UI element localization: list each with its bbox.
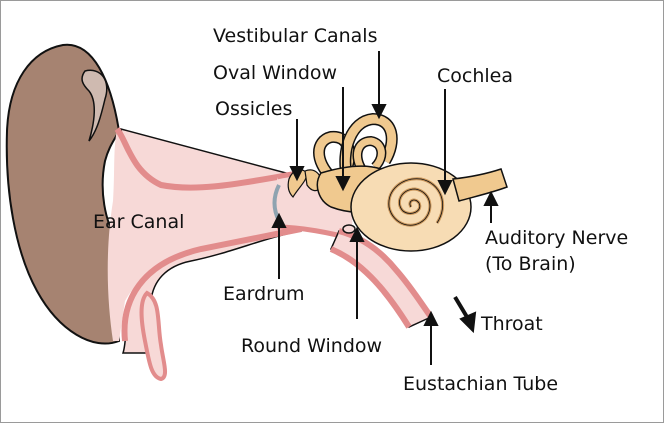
label-ear-canal: Ear Canal [93, 211, 185, 233]
canal-lower-wall [121, 226, 302, 342]
canal-upper-wall [114, 127, 302, 191]
pinna-fold [81, 69, 108, 142]
label-throat: Throat [481, 313, 543, 335]
eustachian-tube-wall-lower [329, 246, 412, 329]
auditory-nerve [452, 168, 508, 202]
label-vestibular-canals: Vestibular Canals [213, 25, 378, 47]
label-ossicles: Ossicles [215, 98, 293, 120]
leader-nerve-arrow [483, 190, 499, 206]
vestibular-canal-2-fill [340, 114, 397, 179]
leader-round-window-arrow [349, 226, 365, 242]
throat-arrow-head [459, 311, 477, 334]
label-eustachian-tube: Eustachian Tube [403, 373, 559, 395]
vestibular-canal-3-fill [353, 137, 385, 174]
label-round-window: Round Window [241, 335, 383, 357]
leader-vestibular-arrow [371, 104, 387, 120]
leader-cochlea-arrow [437, 180, 453, 196]
label-auditory-nerve: Auditory Nerve [485, 227, 629, 249]
round-window-marker [342, 224, 356, 234]
label-oval-window: Oval Window [213, 62, 338, 84]
label-auditory-nerve-sub: (To Brain) [485, 253, 576, 275]
throat-arrow-line [453, 295, 469, 319]
label-eardrum: Eardrum [223, 283, 305, 305]
label-cochlea: Cochlea [437, 65, 513, 87]
leader-oval-arrow [335, 176, 351, 192]
cochlea-spiral-outline [388, 178, 444, 226]
earlobe [139, 290, 168, 382]
leader-ossicles-arrow [289, 166, 305, 182]
leader-eustachian-arrow [423, 310, 439, 326]
leader-eardrum-arrow [271, 212, 287, 228]
